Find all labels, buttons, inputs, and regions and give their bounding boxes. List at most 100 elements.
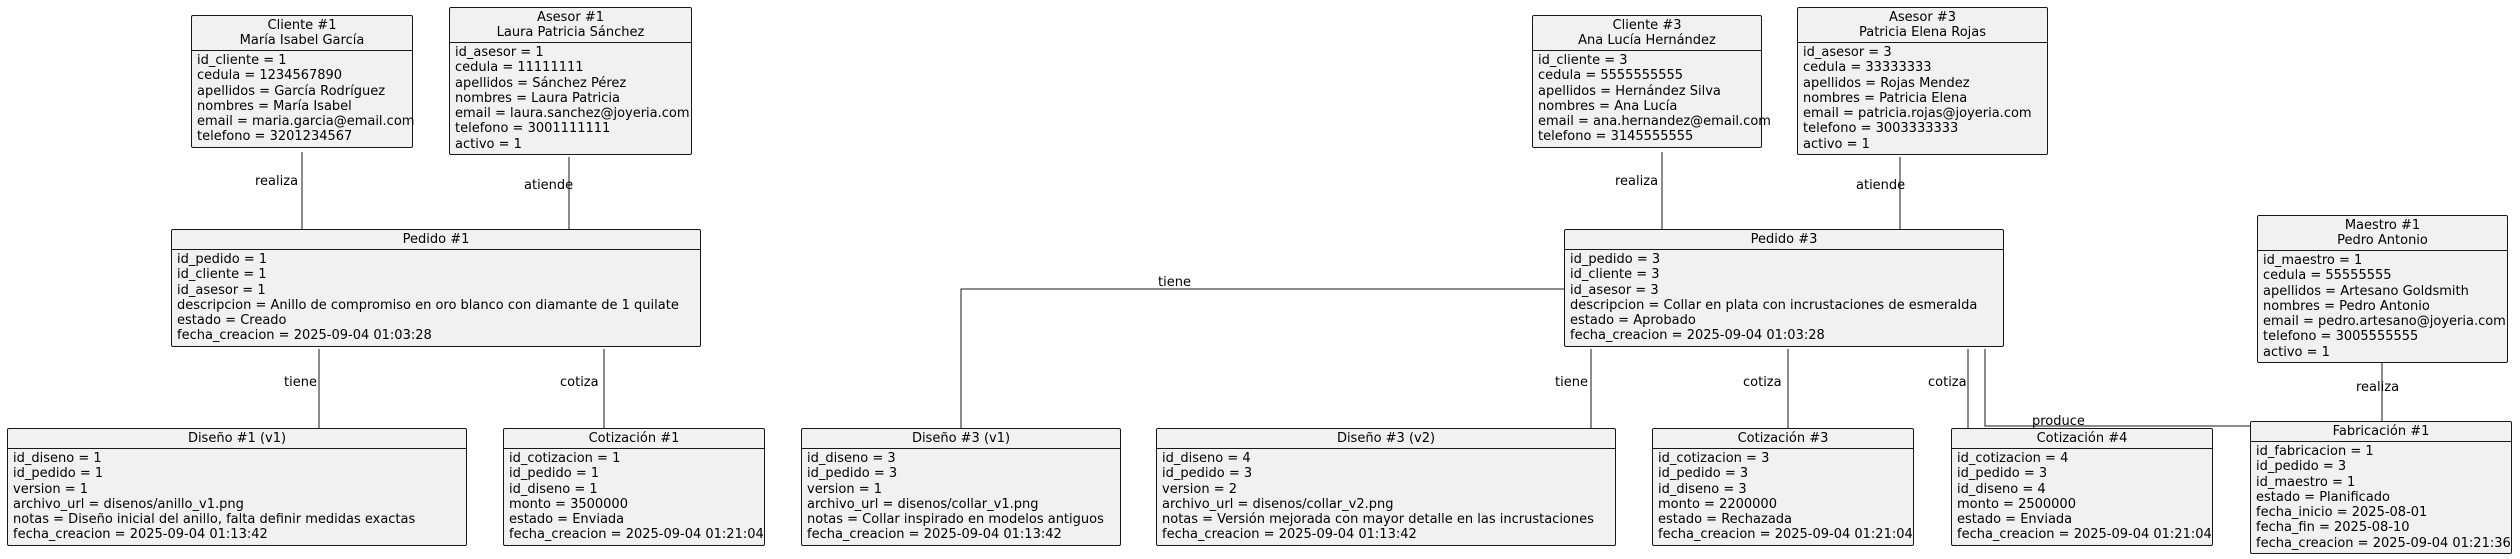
object-field: version = 1 (13, 481, 89, 497)
object-header: Cliente #1 María Isabel García (192, 16, 412, 51)
object-field: id_asesor = 3 (1803, 45, 1892, 60)
object-field: apellidos = Rojas Mendez (1803, 75, 1970, 91)
object-field: apellidos = Hernández Silva (1538, 83, 1721, 99)
object-header: Asesor #3 Patricia Elena Rojas (1798, 8, 2047, 43)
object-header: Diseño #3 (v1) (802, 429, 1120, 449)
object-title: Maestro #1 (2344, 218, 2421, 233)
object-header: Asesor #1 Laura Patricia Sánchez (450, 8, 691, 43)
object-field: apellidos = García Rodríguez (197, 83, 386, 99)
object-header: Cliente #3 Ana Lucía Hernández (1533, 16, 1761, 51)
object-field: email = ana.hernandez@email.com (1538, 114, 1771, 130)
object-field: fecha_creacion = 2025-09-04 01:13:42 (13, 527, 268, 543)
relation-line (1984, 349, 2251, 427)
object-field: id_pedido = 3 (1570, 252, 1661, 267)
object-field: id_cliente = 1 (197, 53, 287, 68)
relation-line (960, 288, 1565, 429)
object-subtitle: Ana Lucía Hernández (1578, 33, 1716, 48)
object-field: version = 2 (1162, 481, 1238, 497)
object-title: Diseño #1 (v1) (187, 431, 287, 446)
object-field: nombres = María Isabel (197, 98, 352, 114)
object-field: id_pedido = 3 (2256, 459, 2347, 475)
object-field: monto = 3500000 (509, 496, 628, 512)
object-field: id_pedido = 3 (1957, 466, 2048, 482)
object-field: id_pedido = 1 (177, 252, 268, 267)
object-header: Maestro #1 Pedro Antonio (2258, 216, 2507, 251)
object-asesor-3: Asesor #3 Patricia Elena Rojas id_asesor… (1797, 7, 2048, 156)
object-title: Pedido #3 (1750, 232, 1818, 247)
relation-label: realiza (255, 174, 299, 189)
object-field: email = laura.sanchez@joyeria.com (455, 106, 690, 122)
object-field: fecha_inicio = 2025-08-01 (2256, 505, 2428, 521)
object-title: Fabricación #1 (2332, 424, 2430, 439)
object-field: cedula = 55555555 (2263, 268, 2392, 284)
object-field: id_asesor = 3 (1570, 282, 1659, 298)
object-field: notas = Collar inspirado en modelos anti… (807, 512, 1104, 528)
object-field: id_diseno = 1 (13, 451, 102, 466)
object-title: Cotización #3 (1737, 431, 1829, 446)
object-field: id_asesor = 1 (455, 45, 544, 60)
object-field: id_maestro = 1 (2256, 474, 2356, 490)
object-field: fecha_creacion = 2025-09-04 01:13:42 (807, 527, 1062, 543)
object-field: id_diseno = 3 (807, 451, 896, 466)
object-field: apellidos = Sánchez Pérez (455, 75, 627, 91)
object-field: nombres = Laura Patricia (455, 90, 620, 106)
object-cliente-3: Cliente #3 Ana Lucía Hernández id_client… (1532, 15, 1771, 148)
object-field: fecha_creacion = 2025-09-04 01:21:36 (2256, 535, 2511, 551)
object-field: apellidos = Artesano Goldsmith (2263, 283, 2469, 299)
object-field: notas = Versión mejorada con mayor detal… (1162, 512, 1594, 528)
object-field: id_fabricacion = 1 (2256, 444, 2374, 459)
object-field: archivo_url = disenos/anillo_v1.png (13, 496, 244, 512)
object-header: Cotización #3 (1653, 429, 1913, 449)
object-header: Pedido #1 (172, 230, 700, 250)
object-header: Fabricación #1 (2251, 422, 2511, 442)
object-field: fecha_fin = 2025-08-10 (2256, 520, 2410, 536)
object-field: estado = Rechazada (1658, 512, 1793, 528)
object-title: Cotización #1 (588, 431, 680, 446)
object-field: monto = 2200000 (1658, 496, 1777, 512)
object-subtitle: Laura Patricia Sánchez (496, 25, 645, 40)
relation-label: tiene (1555, 375, 1588, 390)
object-field: estado = Aprobado (1570, 313, 1696, 329)
object-field: id_diseno = 4 (1162, 451, 1251, 466)
object-field: cedula = 1234567890 (197, 68, 343, 84)
object-field: fecha_creacion = 2025-09-04 01:21:04 (1957, 527, 2212, 543)
object-title: Pedido #1 (402, 232, 470, 247)
object-field: nombres = Pedro Antonio (2263, 298, 2430, 314)
relation-label: atiende (1856, 178, 1906, 193)
object-field: activo = 1 (2263, 344, 2330, 360)
object-title: Cotización #4 (2036, 431, 2128, 446)
object-field: archivo_url = disenos/collar_v1.png (807, 496, 1039, 512)
object-subtitle: María Isabel García (239, 33, 365, 48)
object-title: Asesor #1 (536, 10, 605, 25)
object-subtitle: Pedro Antonio (2337, 233, 2428, 248)
object-field: telefono = 3145555555 (1538, 129, 1694, 145)
object-title: Diseño #3 (v2) (1336, 431, 1436, 446)
object-field: activo = 1 (455, 136, 522, 152)
relation-label: tiene (284, 375, 317, 390)
object-subtitle: Patricia Elena Rojas (1858, 25, 1987, 40)
object-field: id_cotizacion = 4 (1957, 451, 2069, 466)
relation-label: atiende (524, 178, 574, 193)
object-title: Asesor #3 (1888, 10, 1957, 25)
object-field: id_diseno = 3 (1658, 481, 1747, 497)
relation-label: cotiza (1743, 375, 1782, 390)
